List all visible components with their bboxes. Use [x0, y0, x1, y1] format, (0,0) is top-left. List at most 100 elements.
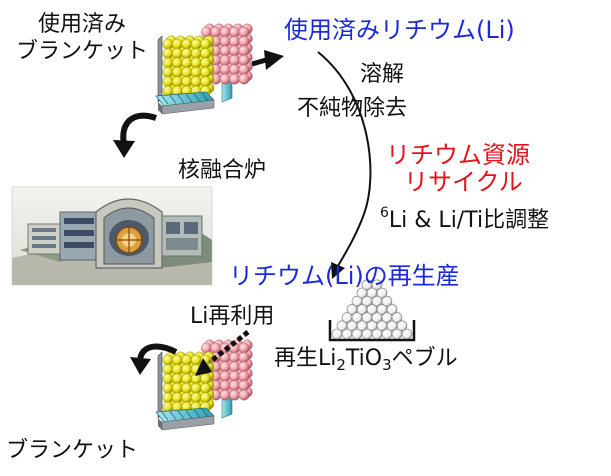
- pebble-pink: [210, 26, 222, 38]
- pebble-pink: [219, 64, 231, 76]
- pebble-pink: [229, 73, 241, 85]
- pebble-yellow: [200, 382, 212, 394]
- pebble-pink: [238, 342, 250, 354]
- pebble-yellow: [181, 392, 193, 403]
- pebble-yellow: [171, 373, 183, 385]
- pebble-subscript-1: 2: [336, 356, 346, 374]
- pebble-yellow: [190, 354, 202, 366]
- pebble-yellow: [181, 66, 193, 78]
- fusion-reactor-illustration: [11, 186, 213, 286]
- pebble-prefix: 再生Li: [274, 346, 337, 371]
- pebble-pink: [229, 370, 241, 382]
- impurity-removal-label: 不純物除去: [297, 96, 408, 121]
- pebble-pink: [229, 45, 241, 57]
- pebble-pink: [229, 54, 241, 66]
- pebble-pink: [238, 351, 250, 363]
- pebble-pink: [229, 351, 241, 363]
- fusion-reactor-label: 核融合炉: [178, 158, 267, 183]
- pebble-pink: [200, 342, 212, 354]
- pebble-yellow: [200, 57, 212, 69]
- pebble-yellow: [190, 38, 202, 50]
- pebble-white: [381, 295, 393, 307]
- pebble-yellow: [171, 38, 183, 50]
- pebble-yellow: [181, 363, 193, 375]
- pebble-yellow: [171, 57, 183, 69]
- recycle-curve-arrow-head: [331, 262, 345, 279]
- pebble-yellow: [190, 57, 202, 69]
- pebble-pink: [219, 361, 231, 373]
- pebble-yellow: [171, 48, 183, 59]
- pebble-pink: [219, 389, 231, 401]
- pebble-yellow: [181, 354, 193, 366]
- arrow-to-reactor: [120, 112, 157, 145]
- li-reuse-label: Li再利用: [190, 304, 275, 329]
- pebble-yellow: [162, 392, 174, 403]
- pebble-pink: [219, 26, 231, 38]
- used-lithium-label: 使用済みリチウム(Li): [284, 16, 515, 44]
- pebble-yellow: [200, 38, 212, 50]
- pebble-yellow: [162, 354, 174, 366]
- pebble-yellow: [181, 76, 193, 88]
- pebble-yellow: [190, 392, 202, 403]
- used-blanket-module: [155, 23, 253, 115]
- pebble-yellow: [171, 363, 183, 375]
- isotope-adjust-label: 6Li & Li/Ti比調整: [380, 206, 549, 232]
- pebble-white: [401, 328, 413, 340]
- pebble-pink: [238, 370, 250, 382]
- pebble-yellow: [200, 48, 212, 59]
- pebble-yellow: [162, 363, 174, 375]
- pebble-yellow: [162, 48, 174, 59]
- pebble-pink: [219, 54, 231, 66]
- regenerated-pebble-label: 再生Li2TiO3ペブル: [274, 348, 458, 373]
- pebble-pink: [238, 26, 250, 38]
- pebble-pink: [229, 64, 241, 76]
- pebble-yellow: [190, 382, 202, 394]
- pebble-yellow: [171, 382, 183, 394]
- pebble-yellow: [181, 38, 193, 50]
- pebble-yellow: [162, 76, 174, 88]
- pebble-yellow: [162, 373, 174, 385]
- pebble-pink: [219, 370, 231, 382]
- pebble-pink: [219, 380, 231, 391]
- pebble-suffix: ペブル: [391, 346, 458, 371]
- pebble-white: [391, 312, 403, 323]
- pebble-yellow: [181, 48, 193, 59]
- pebble-pink: [200, 26, 212, 38]
- recycle-label-line1: リチウム資源: [386, 141, 530, 169]
- blanket-label: ブランケット: [6, 438, 139, 463]
- pebble-pink: [229, 26, 241, 38]
- pebble-pink: [229, 380, 241, 391]
- pebble-yellow: [181, 57, 193, 69]
- recycle-curve-arrow: [317, 51, 372, 267]
- pebble-white: [396, 320, 408, 332]
- arrow-to-reactor-head: [113, 140, 135, 158]
- pebble-yellow: [190, 66, 202, 78]
- regeneration-label: リチウム(Li)の再生産: [229, 262, 460, 290]
- pebble-pink: [238, 361, 250, 373]
- dissolution-label: 溶解: [360, 62, 405, 87]
- arrow-blanket-return-head: [130, 357, 151, 375]
- recycle-label-line2: リサイクル: [404, 168, 523, 196]
- pebble-white: [386, 304, 398, 315]
- pebble-subscript-2: 3: [382, 356, 392, 374]
- pebble-pink: [238, 389, 250, 401]
- pebble-yellow: [171, 354, 183, 366]
- pebble-yellow: [181, 373, 193, 385]
- arrow-to-used-lithium-head: [264, 50, 284, 70]
- pebble-white: [376, 287, 388, 299]
- pebble-pink: [219, 45, 231, 57]
- pebble-yellow: [200, 373, 212, 385]
- pebble-pink: [219, 36, 231, 47]
- pebble-pink: [238, 380, 250, 391]
- pebble-pink: [238, 64, 250, 76]
- used-blanket-label-line1: 使用済み: [38, 12, 127, 37]
- pebble-pink: [238, 73, 250, 85]
- li-reuse-arrow: [208, 330, 250, 364]
- pebble-pink: [238, 54, 250, 66]
- pebble-pink: [219, 73, 231, 85]
- pebble-pink: [229, 36, 241, 47]
- pebble-yellow: [171, 392, 183, 403]
- pebble-yellow: [200, 76, 212, 88]
- blanket-module: [155, 339, 253, 431]
